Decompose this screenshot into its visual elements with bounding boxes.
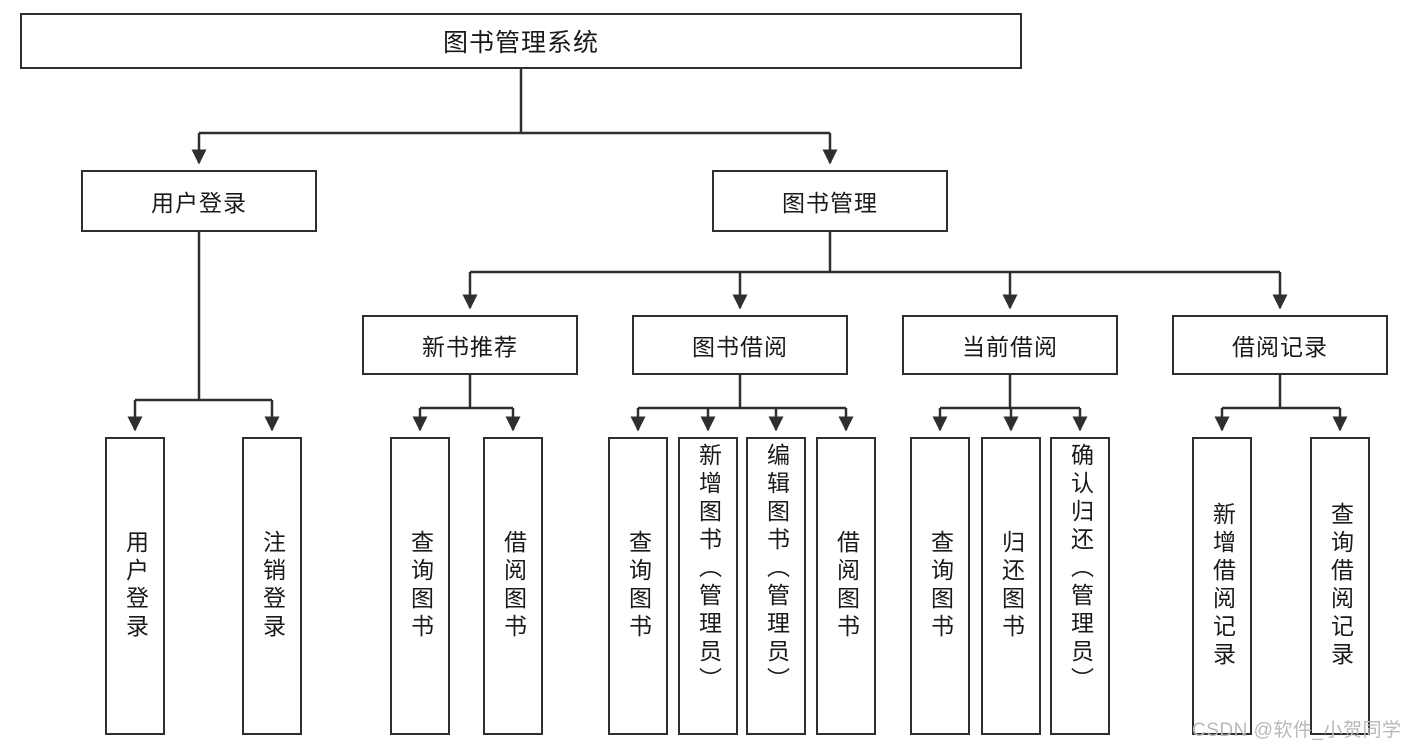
node-leaf-confirm-return-label: 确认归还（管理员） bbox=[1067, 443, 1094, 695]
node-leaf-add-record[interactable]: 新增借阅记录 bbox=[1192, 437, 1252, 735]
node-leaf-borrow-book-1-label: 借阅图书 bbox=[500, 530, 527, 642]
node-book-manage-label: 图书管理 bbox=[782, 190, 878, 216]
node-leaf-add-record-label: 新增借阅记录 bbox=[1209, 502, 1236, 670]
node-root-label: 图书管理系统 bbox=[442, 29, 599, 57]
node-leaf-query-record-label: 查询借阅记录 bbox=[1327, 502, 1354, 670]
node-current-borrow[interactable]: 当前借阅 bbox=[902, 315, 1118, 375]
node-user-login-label: 用户登录 bbox=[151, 190, 247, 216]
node-leaf-query-book-1-label: 查询图书 bbox=[407, 530, 434, 642]
node-root[interactable]: 图书管理系统 bbox=[20, 13, 1022, 69]
node-leaf-borrow-book-1[interactable]: 借阅图书 bbox=[483, 437, 543, 735]
node-new-book-recommend-label: 新书推荐 bbox=[422, 334, 518, 360]
node-user-login[interactable]: 用户登录 bbox=[81, 170, 317, 232]
node-leaf-logout-login[interactable]: 注销登录 bbox=[242, 437, 302, 735]
node-book-borrow-label: 图书借阅 bbox=[692, 334, 788, 360]
node-leaf-confirm-return[interactable]: 确认归还（管理员） bbox=[1050, 437, 1110, 735]
node-book-manage[interactable]: 图书管理 bbox=[712, 170, 948, 232]
node-borrow-record-label: 借阅记录 bbox=[1232, 334, 1328, 360]
node-book-borrow[interactable]: 图书借阅 bbox=[632, 315, 848, 375]
node-leaf-edit-book[interactable]: 编辑图书（管理员） bbox=[746, 437, 806, 735]
node-leaf-user-login-label: 用户登录 bbox=[122, 530, 149, 642]
node-leaf-user-login[interactable]: 用户登录 bbox=[105, 437, 165, 735]
node-leaf-add-book[interactable]: 新增图书（管理员） bbox=[678, 437, 738, 735]
node-leaf-query-book-1[interactable]: 查询图书 bbox=[390, 437, 450, 735]
node-leaf-query-record[interactable]: 查询借阅记录 bbox=[1310, 437, 1370, 735]
node-leaf-return-book[interactable]: 归还图书 bbox=[981, 437, 1041, 735]
node-leaf-borrow-book-2[interactable]: 借阅图书 bbox=[816, 437, 876, 735]
node-leaf-logout-login-label: 注销登录 bbox=[259, 530, 286, 642]
watermark: CSDN @软件_小贺同学 bbox=[1192, 720, 1402, 741]
node-leaf-borrow-book-2-label: 借阅图书 bbox=[833, 530, 860, 642]
node-new-book-recommend[interactable]: 新书推荐 bbox=[362, 315, 578, 375]
node-leaf-return-book-label: 归还图书 bbox=[998, 530, 1025, 642]
node-leaf-query-book-3-label: 查询图书 bbox=[927, 530, 954, 642]
node-leaf-query-book-2[interactable]: 查询图书 bbox=[608, 437, 668, 735]
node-leaf-query-book-2-label: 查询图书 bbox=[625, 530, 652, 642]
node-current-borrow-label: 当前借阅 bbox=[962, 334, 1058, 360]
node-borrow-record[interactable]: 借阅记录 bbox=[1172, 315, 1388, 375]
node-leaf-add-book-label: 新增图书（管理员） bbox=[695, 443, 722, 695]
node-leaf-edit-book-label: 编辑图书（管理员） bbox=[763, 443, 790, 695]
node-leaf-query-book-3[interactable]: 查询图书 bbox=[910, 437, 970, 735]
